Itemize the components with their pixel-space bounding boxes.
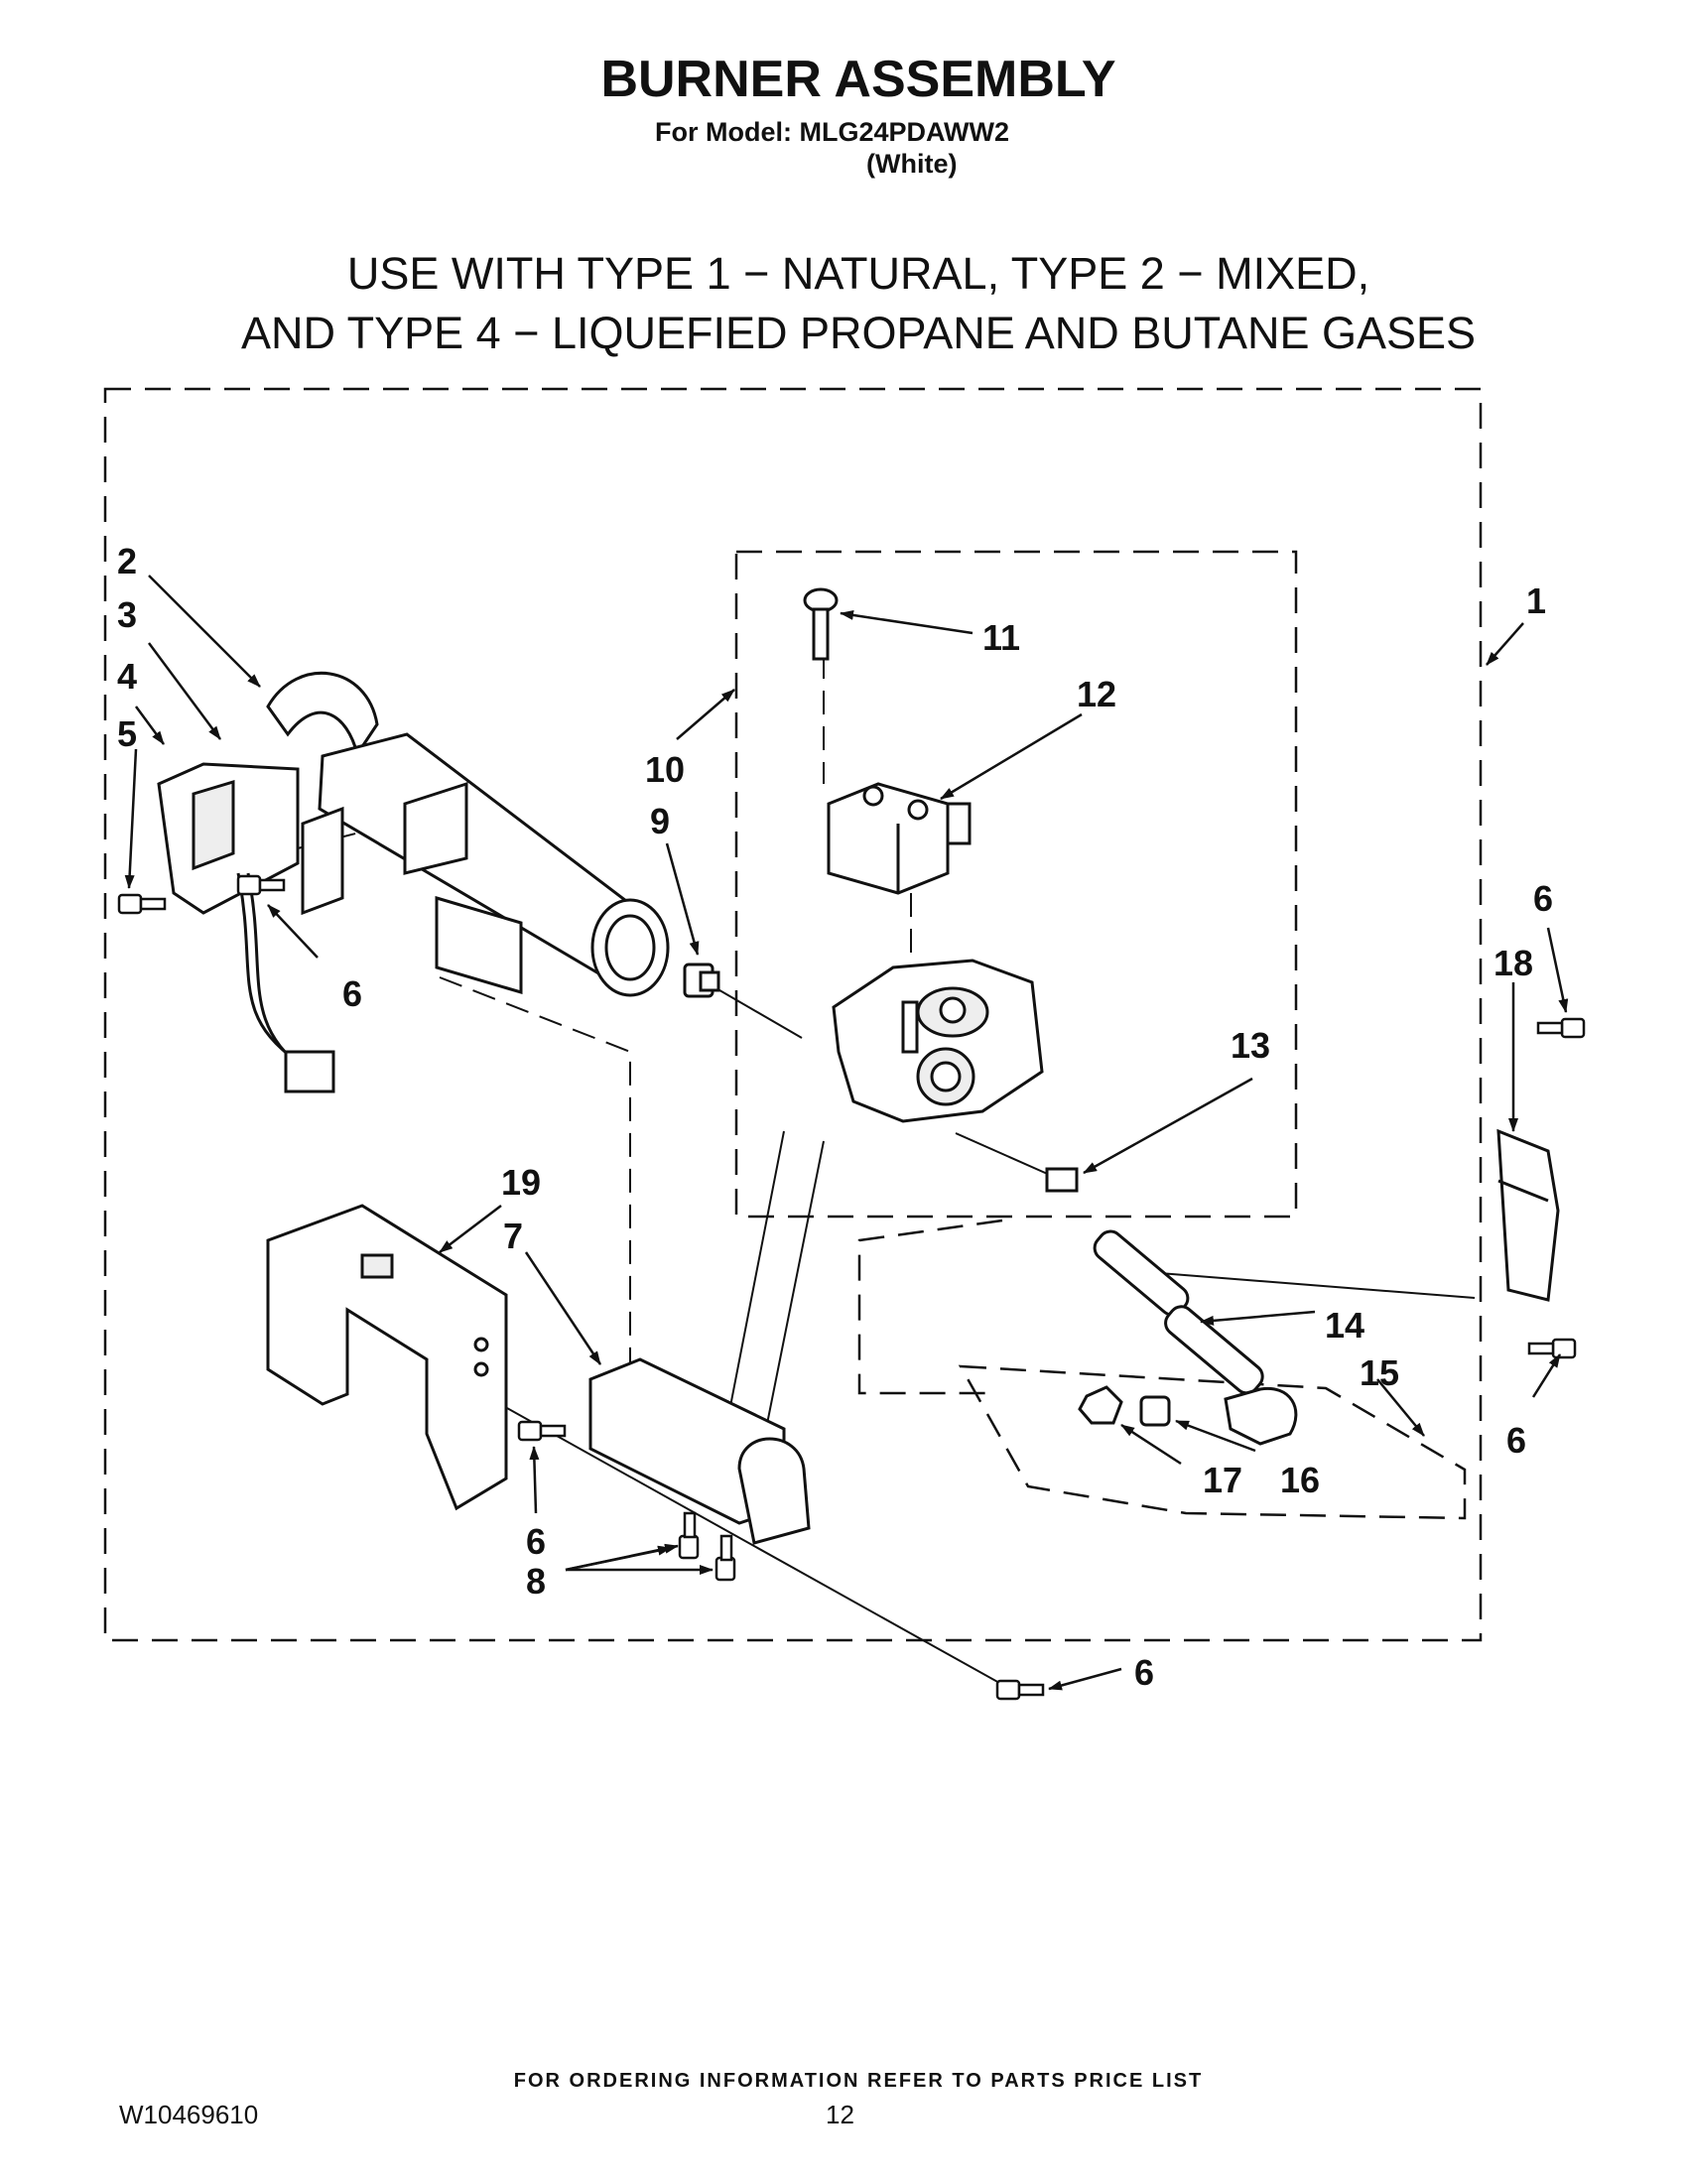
burner-clamp	[403, 781, 468, 875]
valve-terminal-connector	[1045, 1167, 1079, 1193]
callout-10: 10	[645, 749, 685, 790]
ordering-note: FOR ORDERING INFORMATION REFER TO PARTS …	[513, 2070, 1204, 2092]
callout-18: 18	[1493, 943, 1533, 983]
usage-line-2: AND TYPE 4 − LIQUEFIED PROPANE AND BUTAN…	[240, 308, 1477, 358]
leader-12	[940, 712, 1083, 801]
callout-19: 19	[501, 1162, 541, 1203]
leader-6c	[1531, 1353, 1562, 1398]
leader-2	[148, 575, 261, 688]
leader-17	[1120, 1423, 1182, 1466]
line-orifice-valve	[714, 986, 803, 1039]
leader-8b	[565, 1543, 679, 1572]
leader-6f	[1048, 1667, 1122, 1691]
burner-bracket	[435, 895, 523, 995]
leader-13	[1083, 1077, 1253, 1175]
pipe-nipple	[1093, 1229, 1264, 1395]
burner-tube	[266, 671, 670, 997]
callout-14: 14	[1325, 1305, 1364, 1346]
screw-6-clamp	[1527, 1338, 1577, 1359]
line-pipe-tube	[1120, 1269, 1476, 1299]
leader-3	[147, 642, 222, 740]
callout-16: 16	[1280, 1460, 1320, 1500]
leader-11	[840, 609, 974, 635]
leader-6b	[1546, 927, 1569, 1013]
callout-8: 8	[526, 1561, 546, 1602]
burner-mounting-bracket	[266, 1204, 508, 1511]
leader-6d	[529, 1446, 540, 1514]
leader-16	[1175, 1419, 1256, 1453]
callout-6b: 6	[1533, 878, 1553, 919]
callout-4: 4	[117, 656, 137, 697]
callout-13: 13	[1231, 1025, 1270, 1066]
document-number: W10469610	[119, 2100, 259, 2129]
leader-4	[134, 706, 166, 745]
conversion-fittings	[1078, 1385, 1298, 1446]
line-valve-connector	[955, 1132, 1053, 1177]
pipe-clamp	[1496, 1128, 1560, 1302]
callout-17: 17	[1203, 1460, 1242, 1500]
assembly-boundary	[103, 387, 1483, 1642]
leader-6a	[267, 904, 319, 959]
coil-screw	[803, 587, 839, 661]
model-variant: (White)	[866, 149, 958, 179]
callout-2: 2	[117, 541, 137, 581]
conversion-kit-boundary	[857, 1219, 1467, 1520]
leader-10	[676, 689, 735, 740]
callout-15: 15	[1360, 1352, 1399, 1393]
leader-7	[524, 1251, 602, 1365]
valve-group-boundary	[734, 550, 1298, 1219]
screw-8a	[678, 1511, 700, 1560]
leader-9	[665, 842, 700, 956]
page-title: BURNER ASSEMBLY	[600, 51, 1116, 108]
screw-8b	[714, 1534, 736, 1582]
callout-6a: 6	[342, 973, 362, 1014]
screw-5	[117, 893, 167, 915]
leader-19	[439, 1205, 502, 1253]
page-number: 12	[826, 2100, 854, 2129]
screw-6-right	[1536, 1017, 1586, 1039]
screw-6-bracket	[517, 1420, 567, 1442]
ignitor-bracket	[157, 762, 344, 916]
orifice	[683, 963, 720, 998]
valve-coil	[827, 782, 972, 895]
valve-bracket	[588, 1357, 811, 1545]
screws	[117, 874, 1586, 1701]
callout-6d: 6	[526, 1521, 546, 1562]
callout-9: 9	[650, 801, 670, 841]
screw-6-bottom	[995, 1679, 1045, 1701]
callout-6f: 6	[1134, 1652, 1154, 1693]
callout-1: 1	[1526, 580, 1546, 621]
ignitor-lead-wire	[236, 872, 309, 1074]
leader-14	[1200, 1310, 1316, 1326]
usage-line-1: USE WITH TYPE 1 − NATURAL, TYPE 2 − MIXE…	[346, 248, 1370, 299]
callout-6c: 6	[1506, 1420, 1526, 1461]
leader-5	[124, 748, 138, 889]
screw-6-left	[236, 874, 286, 896]
callout-12: 12	[1077, 674, 1116, 714]
ignitor-connector	[284, 1050, 335, 1093]
leader-1	[1486, 622, 1524, 666]
callout-5: 5	[117, 713, 137, 754]
callout-11: 11	[982, 617, 1020, 658]
leader-15	[1376, 1378, 1425, 1437]
callout-7: 7	[503, 1216, 523, 1256]
model-line: For Model: MLG24PDAWW2	[655, 117, 1009, 147]
gas-valve	[832, 959, 1044, 1123]
line-bracket-screw	[479, 1392, 1018, 1694]
callout-3: 3	[117, 594, 137, 635]
